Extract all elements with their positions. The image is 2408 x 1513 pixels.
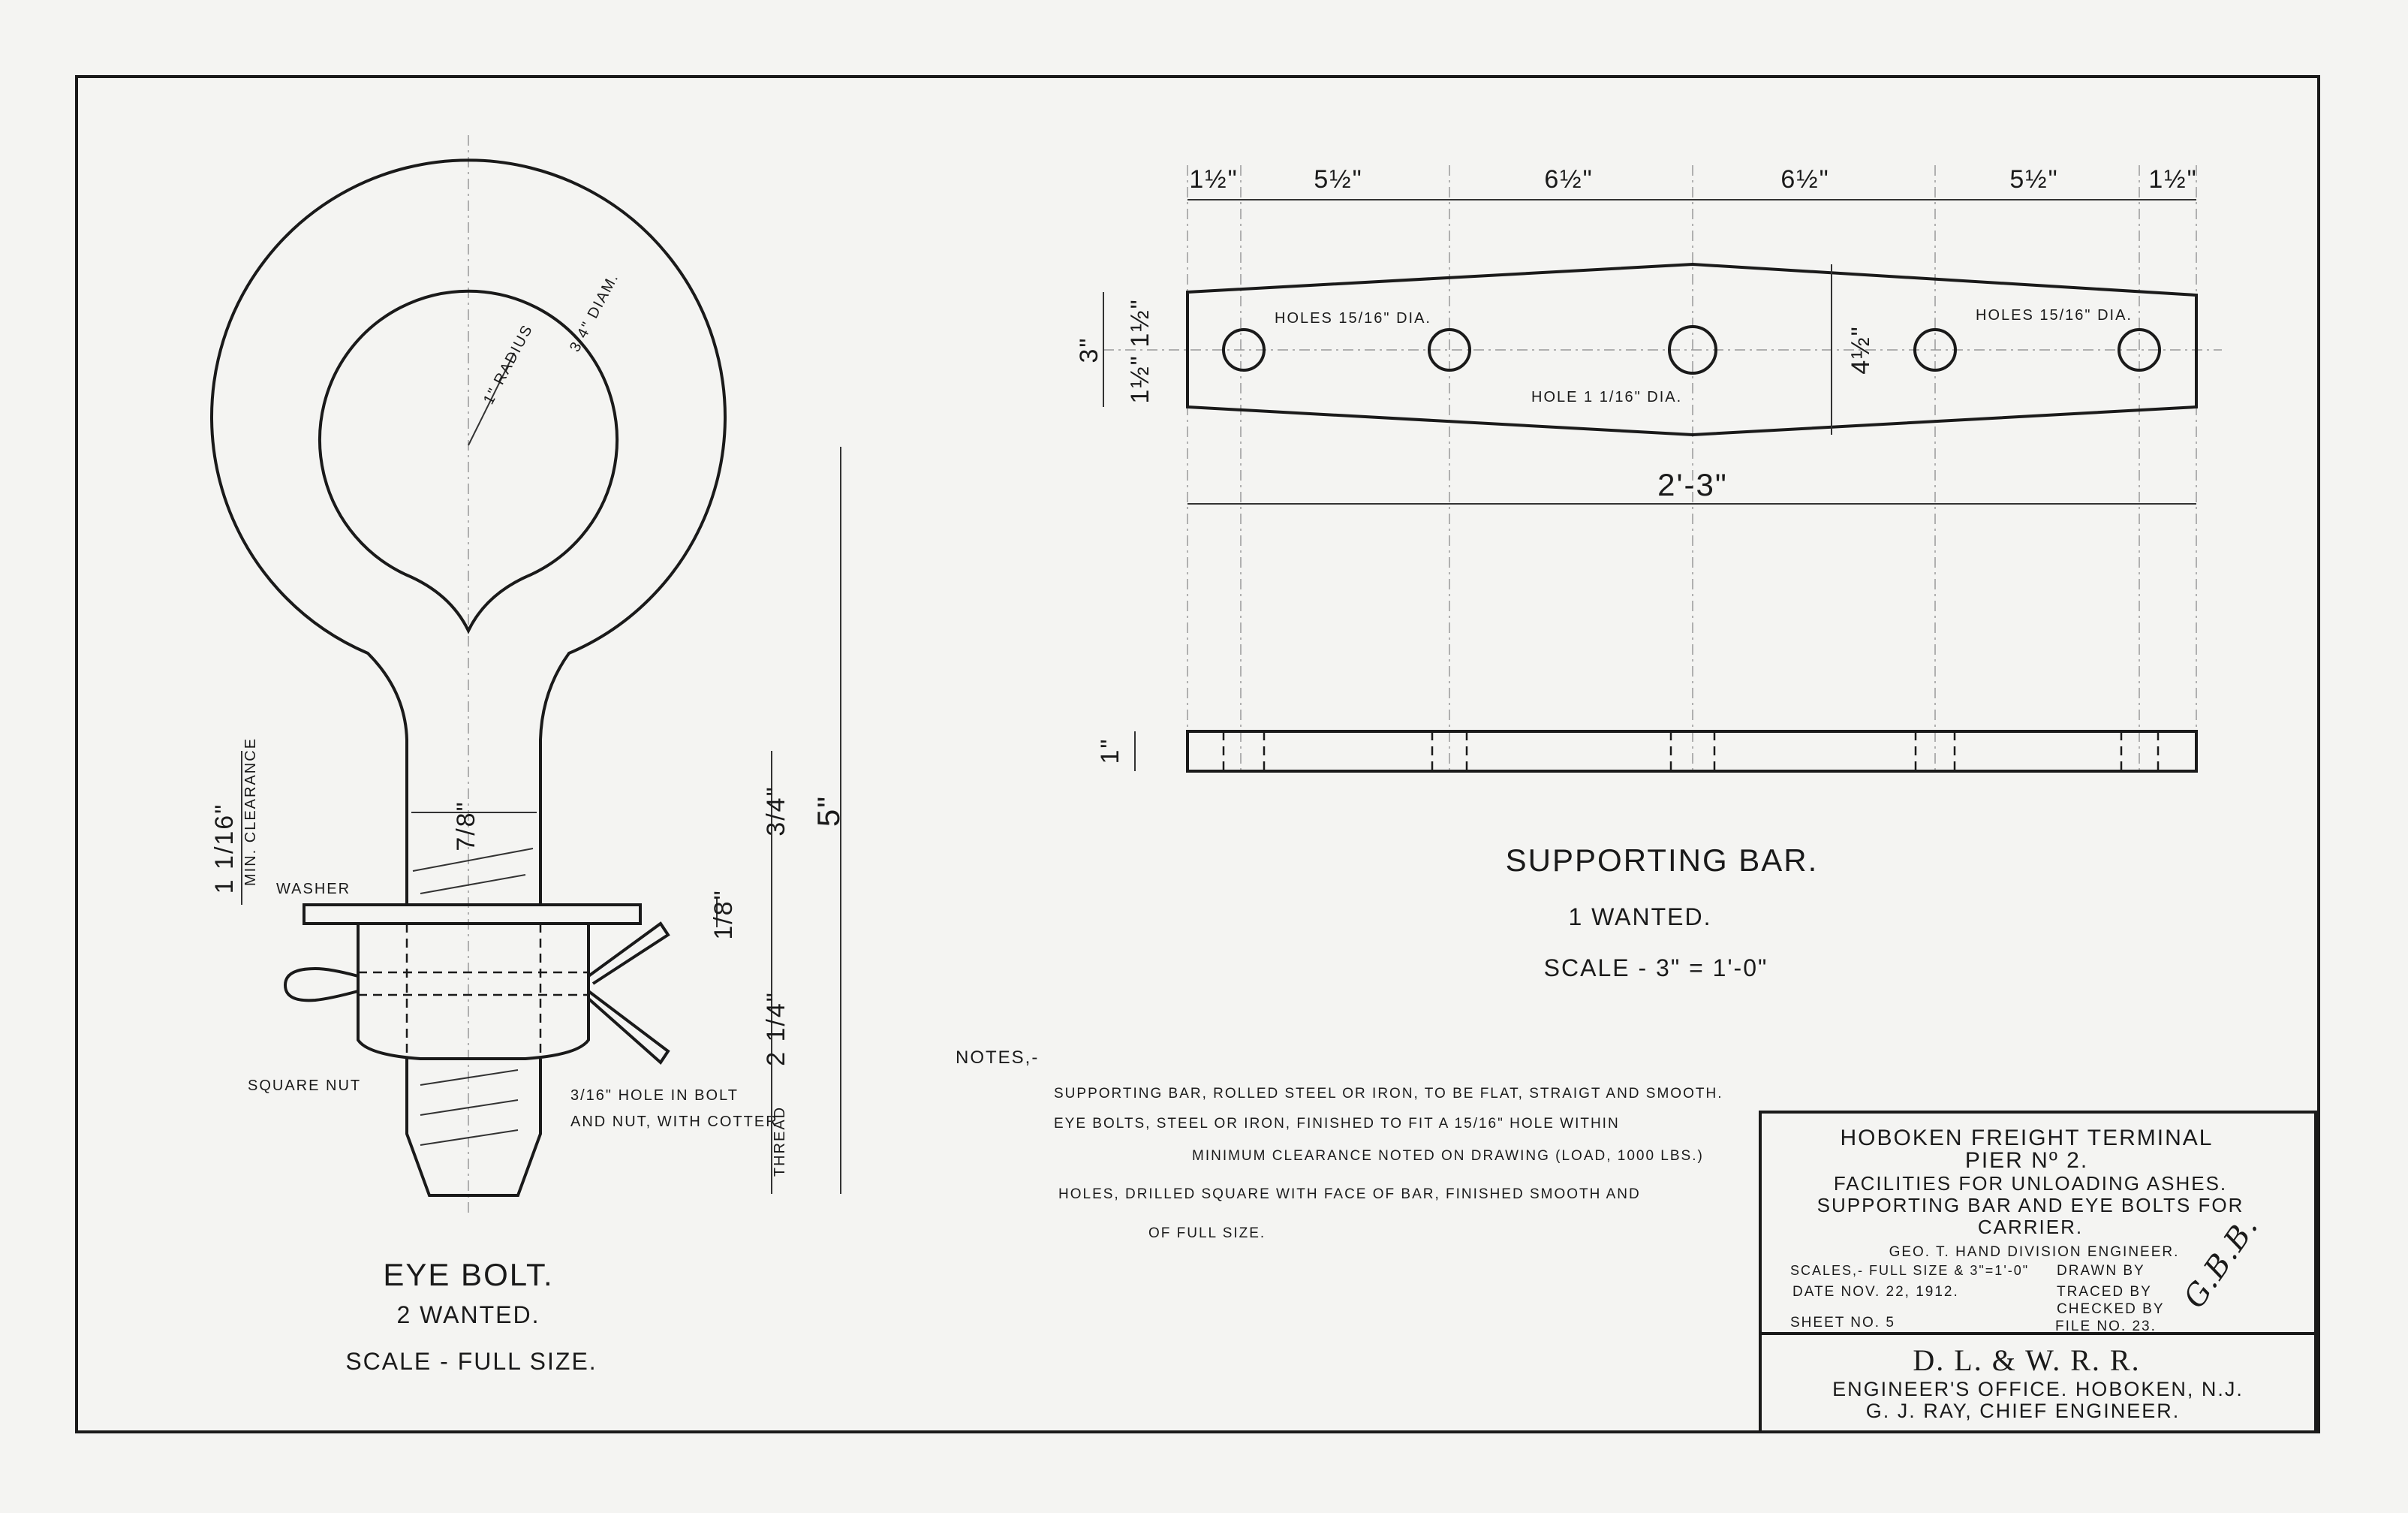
overall-length-dim: 2'-3" xyxy=(1657,467,1728,502)
title-line-2: PIER Nº 2. xyxy=(1965,1148,2088,1173)
checked-by: CHECKED BY xyxy=(2057,1301,2165,1317)
division-engineer: GEO. T. HAND DIVISION ENGINEER. xyxy=(1889,1244,2180,1260)
height-dim: 3" xyxy=(1075,337,1103,363)
cotter-hole-label-2: AND NUT, WITH COTTER xyxy=(570,1114,778,1130)
hole-label-center: HOLE 1 1/16" DIA. xyxy=(1531,389,1682,405)
eye-bolt-inner-eye xyxy=(318,289,619,634)
note-line-3: MINIMUM CLEARANCE NOTED ON DRAWING (LOAD… xyxy=(1192,1148,1704,1164)
cotter-pin xyxy=(283,921,670,1065)
title-block: HOBOKEN FREIGHT TERMINAL PIER Nº 2. FACI… xyxy=(1759,1111,2317,1433)
hole-4 xyxy=(1913,328,1957,372)
thickness-dim: 1" xyxy=(1096,738,1124,764)
engineers-office: ENGINEER'S OFFICE. HOBOKEN, N.J. xyxy=(1832,1378,2244,1400)
hole-5 xyxy=(2118,328,2161,372)
notes: NOTES,- SUPPORTING BAR, ROLLED STEEL OR … xyxy=(956,1047,1723,1241)
note-line-5: OF FULL SIZE. xyxy=(1148,1225,1266,1241)
chief-engineer: G. J. RAY, CHIEF ENGINEER. xyxy=(1866,1400,2181,1422)
square-nut-label: SQUARE NUT xyxy=(248,1077,361,1094)
title-line-4: SUPPORTING BAR AND EYE BOLTS FOR xyxy=(1817,1194,2244,1216)
supporting-bar-title: SUPPORTING BAR. xyxy=(1506,842,1819,878)
top-dim-4: 6½" xyxy=(1780,165,1829,194)
clearance-label: MIN. CLEARANCE xyxy=(242,737,259,886)
scales: SCALES,- FULL SIZE & 3"=1'-0" xyxy=(1790,1263,2029,1278)
note-line-4: HOLES, DRILLED SQUARE WITH FACE OF BAR, … xyxy=(1058,1186,1641,1202)
upper-dim: 3/4" xyxy=(762,785,790,836)
title-block-frame xyxy=(1759,1111,2317,1433)
hole-2 xyxy=(1428,328,1471,372)
lower-thread-lines xyxy=(420,1069,519,1146)
side-view-hidden-holes xyxy=(1222,731,2160,771)
top-dim-3: 6½" xyxy=(1544,165,1593,194)
bolt-threaded-end xyxy=(405,1059,542,1197)
upper-thread-lines xyxy=(412,848,534,894)
drawn-by: DRAWN BY xyxy=(2057,1263,2145,1279)
note-line-2: EYE BOLTS, STEEL OR IRON, FINISHED TO FI… xyxy=(1054,1116,1620,1132)
note-line-1: SUPPORTING BAR, ROLLED STEEL OR IRON, TO… xyxy=(1054,1086,1723,1102)
holes-label-right: HOLES 15/16" DIA. xyxy=(1976,307,2133,324)
supporting-bar-drawing: 1½" 5½" 6½" 6½" 5½" 1½" HOLES 15/16" DIA… xyxy=(1075,165,2222,981)
washer-dim: 1/8" xyxy=(709,889,738,939)
half-dim-a: 1½" xyxy=(1126,298,1154,347)
top-dim-5: 5½" xyxy=(2009,165,2058,194)
overall-dim: 5" xyxy=(811,795,846,827)
bar-plan-view xyxy=(1186,262,2198,437)
eye-bolt-scale: SCALE - FULL SIZE. xyxy=(345,1348,597,1375)
hole-1 xyxy=(1222,328,1266,372)
eye-bolt-outline xyxy=(210,158,727,818)
top-dim-2: 5½" xyxy=(1314,165,1362,194)
hole-center xyxy=(1668,325,1717,375)
file-number: FILE NO. 23. xyxy=(2055,1319,2157,1334)
company-name: D. L. & W. R. R. xyxy=(1913,1343,2140,1377)
supporting-bar-scale: SCALE - 3" = 1'-0" xyxy=(1544,954,1768,981)
cotter-hole-label-1: 3/16" HOLE IN BOLT xyxy=(570,1087,739,1104)
clearance-dim: 1 1/16" xyxy=(210,803,239,894)
washer-label: WASHER xyxy=(276,881,351,897)
top-dim-6: 1½" xyxy=(2148,165,2197,194)
date: DATE NOV. 22, 1912. xyxy=(1792,1284,1959,1300)
holes-label-left: HOLES 15/16" DIA. xyxy=(1275,310,1431,327)
eye-bolt-quantity: 2 WANTED. xyxy=(396,1301,540,1328)
shank-dim: 7/8" xyxy=(452,800,480,851)
center-height-dim: 4½" xyxy=(1847,325,1875,374)
bar-side-view xyxy=(1186,730,2198,773)
traced-by: TRACED BY xyxy=(2057,1284,2152,1300)
extension-lines xyxy=(1103,165,2222,773)
square-nut xyxy=(357,922,590,1060)
title-line-3: FACILITIES FOR UNLOADING ASHES. xyxy=(1834,1172,2227,1195)
thread-dim: 2 1/4" xyxy=(762,991,790,1066)
title-line-1: HOBOKEN FREIGHT TERMINAL xyxy=(1841,1126,2214,1150)
supporting-bar-quantity: 1 WANTED. xyxy=(1568,903,1711,930)
thread-label: THREAD xyxy=(772,1106,788,1177)
sheet-number: SHEET NO. 5 xyxy=(1790,1315,1895,1331)
eye-bolt-title: EYE BOLT. xyxy=(383,1257,553,1292)
sheet-border xyxy=(75,75,2320,1433)
half-dim-b: 1½" xyxy=(1126,354,1154,403)
top-dim-1: 1½" xyxy=(1189,165,1238,194)
title-line-5: CARRIER. xyxy=(1978,1216,2083,1238)
notes-heading: NOTES,- xyxy=(956,1047,1039,1068)
radius-leader xyxy=(468,352,515,446)
